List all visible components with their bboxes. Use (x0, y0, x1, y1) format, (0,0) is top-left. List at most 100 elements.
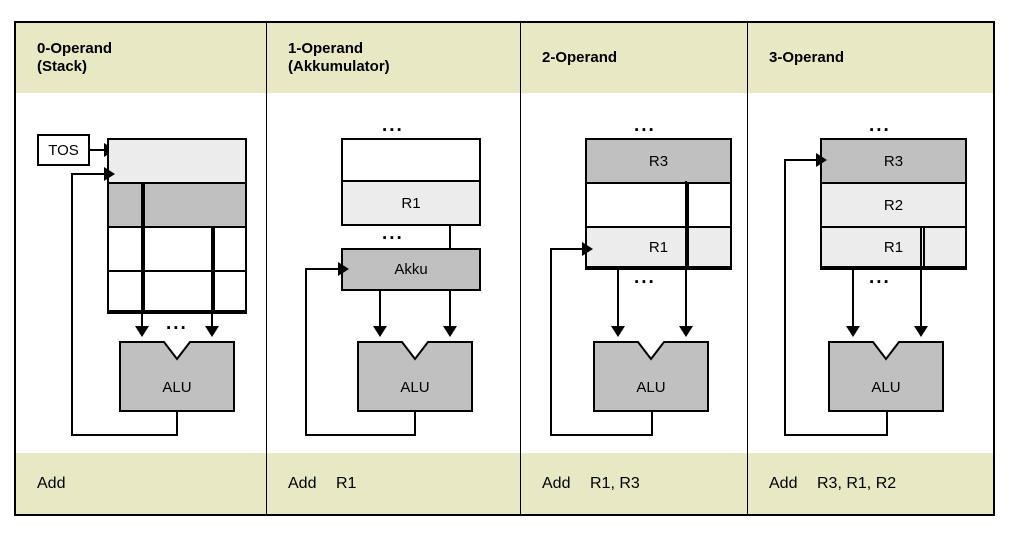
diagram-panel-2-operand: ... R3 R1 ... (521, 93, 747, 453)
column-divider-2 (520, 23, 521, 514)
register-cell-r1: R1 (587, 228, 730, 268)
regfile-ellipsis-bottom: ... (634, 267, 656, 288)
alu-feedback-arrow-head (582, 242, 593, 256)
instruction-operands: R3, R1, R2 (817, 474, 897, 492)
alu-feedback-arrow-shaft (786, 159, 818, 161)
r1-operand-line (617, 269, 619, 329)
alu-result-line-horizontal (305, 434, 416, 436)
alu-feedback-arrow-head (104, 167, 115, 181)
alu-result-line-vertical (886, 411, 888, 436)
r1-operand-line (852, 269, 854, 329)
alu-result-line-horizontal (550, 434, 653, 436)
instruction-cell-1-operand: Add R1 (267, 453, 520, 514)
alu-result-line-horizontal (71, 434, 178, 436)
accumulator-label: Akku (394, 261, 428, 278)
r2-operand-arrowhead (914, 326, 928, 337)
stack-ellipsis-bottom: ... (166, 313, 188, 334)
tos-arrow-shaft (90, 149, 106, 151)
regfile-ellipsis-bottom: ... (382, 223, 404, 244)
header-title-line2: (Akkumulator) (288, 58, 390, 75)
register-cell-label: R2 (883, 196, 904, 214)
alu-feedback-arrow-shaft (552, 248, 584, 250)
header-cell-1-operand: 1-Operand (Akkumulator) (267, 23, 520, 93)
r2-operand-line (920, 226, 922, 329)
header-title-line1: 3-Operand (769, 49, 845, 66)
regfile-ellipsis-top: ... (382, 115, 404, 136)
register-file-box: R3 R2 R1 (820, 138, 967, 270)
alu-result-line-riser (71, 173, 73, 436)
instruction-mnemonic: Add (542, 474, 571, 492)
instruction-cell-3-operand: Add R3, R1, R2 (748, 453, 993, 514)
register-cell-label: R3 (883, 152, 904, 170)
stack-operand-arrowhead-left (135, 326, 149, 337)
r1-operand-arrowhead (846, 326, 860, 337)
alu-result-line-vertical (414, 411, 416, 436)
alu-shape-1-operand: ALU (357, 341, 473, 412)
alu-shape-3-operand: ALU (828, 341, 944, 412)
tos-label: TOS (48, 141, 79, 159)
operand-comparison-table: 0-Operand (Stack) 1-Operand (Akkumulator… (14, 21, 995, 516)
instruction-mnemonic: Add (769, 474, 798, 492)
header-title-line1: 2-Operand (542, 49, 618, 66)
register-cell-label: R3 (648, 152, 669, 170)
register-cell-label: R1 (401, 194, 421, 212)
stack-column-separator-right (213, 228, 215, 314)
stack-operand-line-right (211, 226, 213, 329)
register-cell-r2: R2 (822, 184, 965, 228)
instruction-operands: R1 (336, 474, 357, 492)
column-divider-1 (266, 23, 267, 514)
tos-pointer-box: TOS (37, 134, 90, 166)
alu-feedback-arrow-head (816, 153, 827, 167)
column-divider-3 (747, 23, 748, 514)
r1-operand-arrowhead (443, 326, 457, 337)
register-column-separator (687, 184, 689, 270)
alu-result-line-vertical (651, 411, 653, 436)
accumulator-operand-line (379, 290, 381, 329)
r3-operand-arrowhead (679, 326, 693, 337)
alu-result-line-horizontal (784, 434, 888, 436)
register-file-box: R3 R1 (585, 138, 732, 270)
stack-memory-box (107, 138, 247, 314)
header-title-line1: 1-Operand (288, 40, 364, 57)
instruction-cell-2-operand: Add R1, R3 (521, 453, 747, 514)
diagram-panel-3-operand: ... R3 R2 R1 ... (748, 93, 993, 453)
r1-operand-arrowhead (611, 326, 625, 337)
alu-result-line-riser (784, 159, 786, 436)
register-column-separator (923, 228, 925, 270)
alu-shape-0-operand: ALU (119, 341, 235, 412)
stack-operand-line-left (141, 182, 143, 329)
register-cell-r1: R1 (822, 228, 965, 268)
accumulator-box: Akku (341, 248, 481, 291)
register-cell-empty (587, 184, 730, 228)
regfile-ellipsis-top: ... (869, 115, 891, 136)
stack-cell-fourth (109, 272, 245, 312)
diagram-panel-0-operand: TOS (16, 93, 266, 453)
register-cell-label: R1 (883, 238, 904, 256)
alu-result-line-riser (305, 268, 307, 436)
register-cell-r3: R3 (587, 140, 730, 184)
register-cell-r3: R3 (822, 140, 965, 184)
header-cell-2-operand: 2-Operand (521, 23, 747, 93)
instruction-cell-0-operand: Add (16, 453, 266, 514)
register-cell-empty (343, 140, 479, 182)
register-cell-label: R1 (648, 238, 669, 256)
alu-result-line-riser (550, 248, 552, 436)
header-title-line1: 0-Operand (37, 40, 113, 57)
diagram-panel-1-operand: ... R1 ... Akku (267, 93, 520, 453)
instruction-mnemonic: Add (37, 474, 66, 492)
regfile-ellipsis-bottom: ... (869, 267, 891, 288)
header-cell-3-operand: 3-Operand (748, 23, 993, 93)
stack-column-separator-left (143, 184, 145, 314)
stack-operand-arrowhead-right (205, 326, 219, 337)
stack-cell-third (109, 228, 245, 272)
register-cell-r1: R1 (343, 182, 479, 224)
instruction-mnemonic: Add (288, 474, 317, 492)
instruction-operands: R1, R3 (590, 474, 640, 492)
alu-shape-2-operand: ALU (593, 341, 709, 412)
register-file-box: R1 (341, 138, 481, 226)
header-title-line2: (Stack) (37, 58, 88, 75)
alu-result-line-vertical (176, 411, 178, 436)
alu-feedback-arrow-head (338, 262, 349, 276)
stack-cell-tos (109, 140, 245, 184)
